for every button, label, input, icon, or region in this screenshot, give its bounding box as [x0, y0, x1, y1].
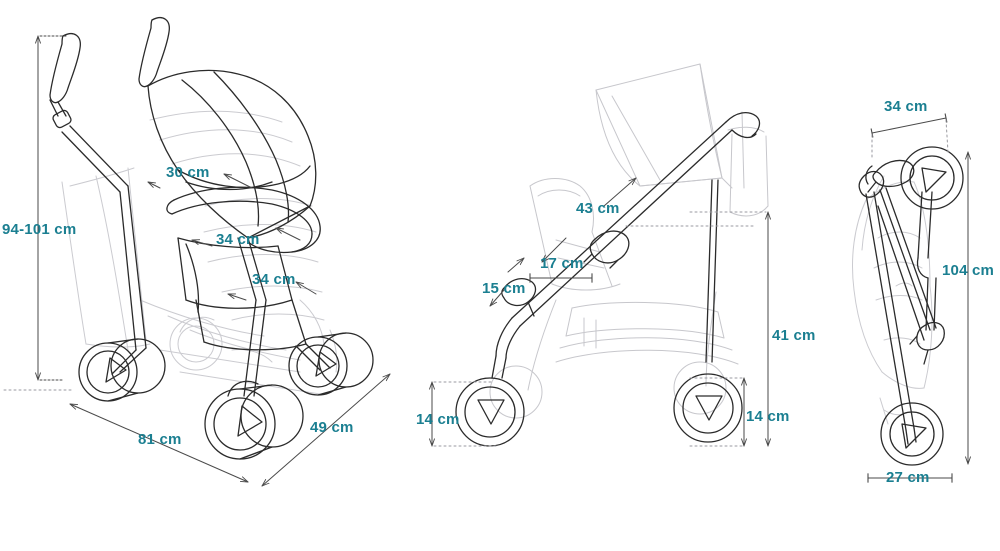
dimension-label-rear-wheel: 14 cm: [746, 408, 790, 425]
dimension-label-folded-depth: 27 cm: [886, 469, 930, 486]
dimension-label-overall-length: 81 cm: [138, 431, 182, 448]
dimension-label-folded-width: 34 cm: [884, 98, 928, 115]
dimension-label-backrest-height: 43 cm: [576, 200, 620, 217]
dimension-label-overall-width: 49 cm: [310, 419, 354, 436]
dimension-label-height-range: 94-101 cm: [2, 221, 77, 238]
dimension-label-footrest-depth: 15 cm: [482, 280, 526, 297]
dimension-label-seat-height: 41 cm: [772, 327, 816, 344]
dimension-label-canopy-width: 30 cm: [166, 164, 210, 181]
view-side-profile-art: [455, 63, 769, 447]
view2-dimension-lines: [432, 177, 768, 447]
dimension-label-seat-width: 34 cm: [216, 231, 260, 248]
dimension-label-front-wheel: 14 cm: [416, 411, 460, 428]
view-front-three-quarter-art: [49, 17, 374, 460]
dimension-label-seat-depth: 17 cm: [540, 255, 584, 272]
dimension-label-folded-length: 104 cm: [942, 262, 995, 279]
view-folded-art: [852, 146, 964, 466]
view3-dimension-lines: [867, 113, 968, 483]
dimension-label-footrest-width: 34 cm: [252, 271, 296, 288]
view1-dimension-lines: [3, 35, 391, 487]
